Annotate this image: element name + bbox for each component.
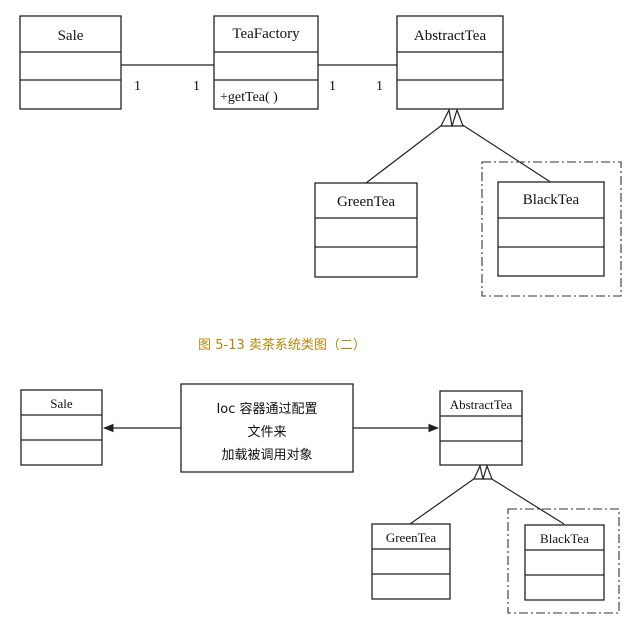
multiplicity-label: 1 [193, 79, 200, 94]
class-name: AbstractTea [450, 397, 513, 412]
inheritance-line-black [486, 475, 565, 525]
highlight-frame [481, 161, 622, 297]
class-name: BlackTea [540, 531, 589, 546]
note-line: 加载被调用对象 [221, 448, 312, 463]
class-tea-factory: TeaFactory +getTea( ) [213, 15, 319, 110]
figure-caption: 图 5-13 卖茶系统类图（二） [198, 337, 366, 353]
inheritance-line-black [457, 121, 553, 184]
class-green-tea-1: GreenTea [314, 182, 418, 278]
class-name: BlackTea [523, 192, 580, 208]
class-abstract-tea-2: AbstractTea [439, 390, 523, 466]
class-green-tea-2: GreenTea [371, 523, 451, 600]
class-sale-1: Sale [19, 15, 122, 110]
multiplicity-label: 1 [376, 79, 383, 94]
class-name: GreenTea [337, 194, 395, 210]
note-line: Ioc 容器通过配置 [216, 401, 317, 417]
inheritance-line-green [365, 121, 447, 184]
multiplicity-label: 1 [134, 79, 141, 94]
diagram-2: Sale Ioc 容器通过配置 文件来 加载被调用对象 AbstractTea [20, 383, 620, 614]
class-name: TeaFactory [232, 26, 300, 42]
class-sale-2: Sale [20, 389, 103, 466]
highlight-frame [507, 508, 620, 614]
ioc-container-note: Ioc 容器通过配置 文件来 加载被调用对象 [180, 383, 354, 473]
class-black-tea-1: BlackTea [497, 181, 605, 277]
class-name: Sale [58, 28, 84, 44]
class-name: AbstractTea [414, 28, 487, 44]
class-name: GreenTea [386, 530, 437, 545]
inheritance-arrowhead [440, 108, 453, 127]
note-line: 文件来 [247, 425, 286, 440]
class-black-tea-2: BlackTea [524, 524, 605, 601]
method-get-tea: +getTea( ) [220, 90, 278, 105]
diagram-1: Sale TeaFactory +getTea( ) AbstractTea 1… [19, 15, 622, 297]
inheritance-arrowhead [482, 464, 493, 480]
class-name: Sale [50, 396, 73, 411]
inheritance-arrowhead [473, 464, 484, 480]
inheritance-arrowhead [451, 108, 464, 127]
inheritance-line-green [409, 475, 479, 525]
multiplicity-label: 1 [329, 79, 336, 94]
class-abstract-tea-1: AbstractTea [396, 15, 504, 110]
